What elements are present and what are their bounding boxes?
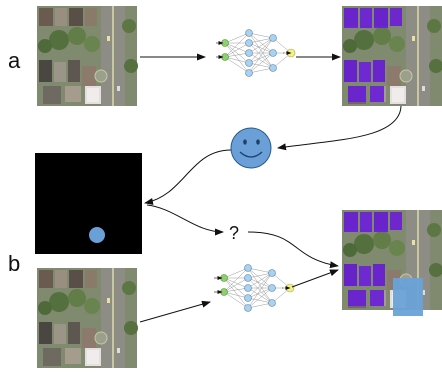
segmented-image-a bbox=[341, 5, 442, 107]
aerial-image-a bbox=[36, 5, 139, 107]
question-mark: ? bbox=[229, 223, 239, 243]
arrow-to-mask bbox=[144, 149, 232, 205]
arrow-to-question bbox=[146, 204, 224, 236]
arrow-to-output-b bbox=[291, 269, 339, 288]
segmented-image-b bbox=[341, 209, 442, 316]
user-mask-image bbox=[35, 153, 142, 254]
panel-label-b: b bbox=[8, 251, 20, 276]
user-region-overlay bbox=[393, 278, 423, 316]
arrow-to-network-b bbox=[139, 300, 211, 323]
panel-label-a: a bbox=[8, 48, 21, 73]
arrow-to-user bbox=[277, 105, 402, 151]
aerial-image-b bbox=[36, 267, 139, 369]
smiley-face-icon bbox=[230, 127, 272, 169]
user-click-marker bbox=[89, 227, 105, 243]
arrow-to-output-b-top bbox=[247, 231, 339, 269]
